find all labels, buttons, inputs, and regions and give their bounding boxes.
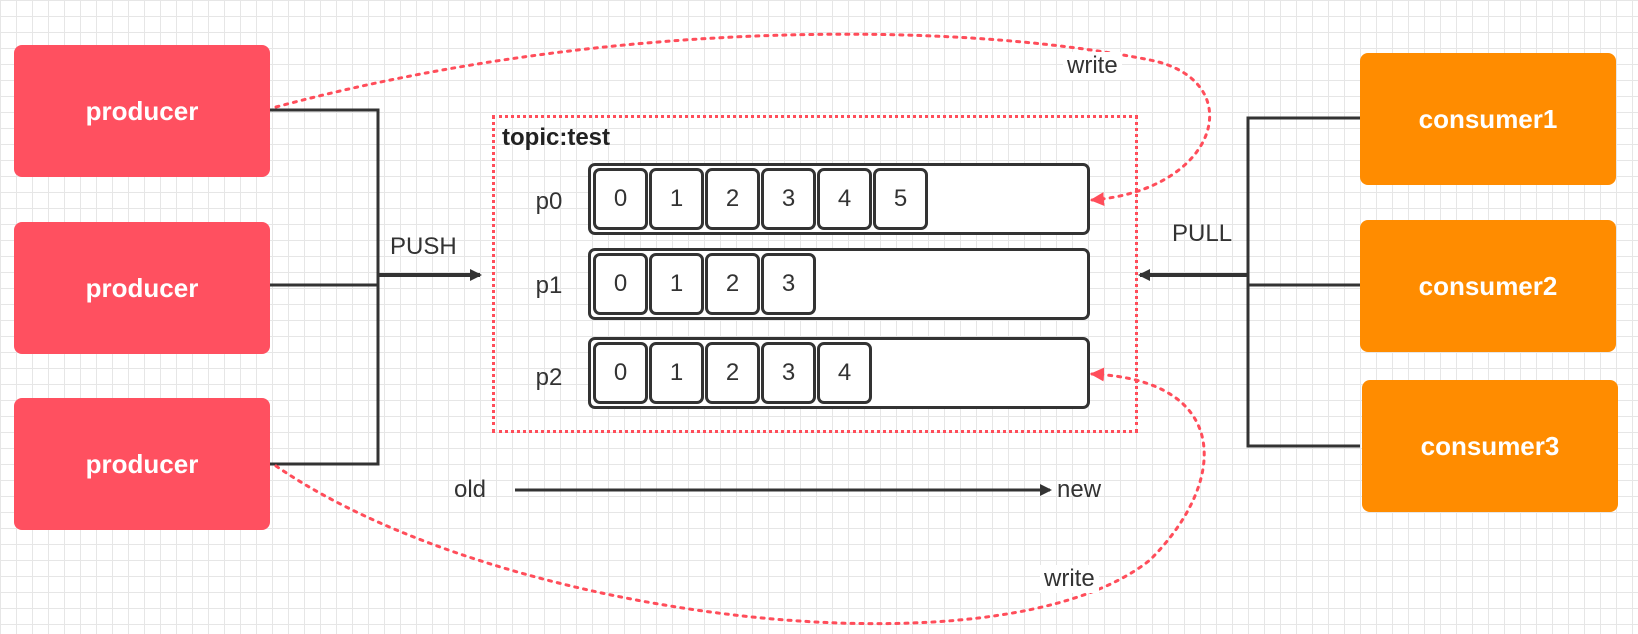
- write-curve-top: [274, 32, 1212, 207]
- partition-p2: 0 1 2 3 4: [588, 337, 1090, 409]
- consumer-node-2[interactable]: consumer2: [1360, 220, 1616, 352]
- write-label-bottom: write: [1040, 565, 1099, 593]
- offset-cell: 1: [649, 253, 704, 315]
- offset-cell: 3: [761, 342, 816, 404]
- offset-cell: 2: [705, 168, 760, 230]
- pull-label: PULL: [1172, 220, 1233, 247]
- producer1-connector: [270, 108, 380, 285]
- partition-p0: 0 1 2 3 4 5: [588, 163, 1090, 235]
- producer-node-1[interactable]: producer: [14, 45, 270, 177]
- partition-p1: 0 1 2 3: [588, 248, 1090, 320]
- topic-container: [492, 115, 1138, 433]
- producer-node-3[interactable]: producer: [14, 398, 270, 530]
- consumer3-connector: [1246, 285, 1360, 448]
- offset-cell: 5: [873, 168, 928, 230]
- offset-cell: 4: [817, 342, 872, 404]
- timeline-new-label: new: [1057, 476, 1102, 503]
- timeline-old-label: old: [454, 476, 487, 503]
- offset-cell: 2: [705, 253, 760, 315]
- consumer-node-1[interactable]: consumer1: [1360, 53, 1616, 185]
- offset-cell: 0: [593, 168, 648, 230]
- offset-cell: 0: [593, 342, 648, 404]
- offset-cell: 3: [761, 168, 816, 230]
- partition-label-p0: p0: [535, 188, 563, 215]
- partition-label-p1: p1: [535, 272, 563, 299]
- producer-node-2[interactable]: producer: [14, 222, 270, 354]
- offset-cell: 4: [817, 168, 872, 230]
- consumer-node-3[interactable]: consumer3: [1362, 380, 1618, 512]
- topic-title: topic:test: [502, 124, 610, 151]
- consumer1-connector: [1246, 116, 1360, 285]
- write-curve-bottom: [274, 367, 1206, 626]
- write-label-top: write: [1063, 52, 1122, 80]
- offset-cell: 0: [593, 253, 648, 315]
- producer3-connector: [270, 285, 380, 466]
- offset-cell: 1: [649, 168, 704, 230]
- offset-cell: 1: [649, 342, 704, 404]
- offset-cell: 2: [705, 342, 760, 404]
- partition-label-p2: p2: [535, 364, 563, 391]
- offset-cell: 3: [761, 253, 816, 315]
- push-label: PUSH: [390, 233, 457, 260]
